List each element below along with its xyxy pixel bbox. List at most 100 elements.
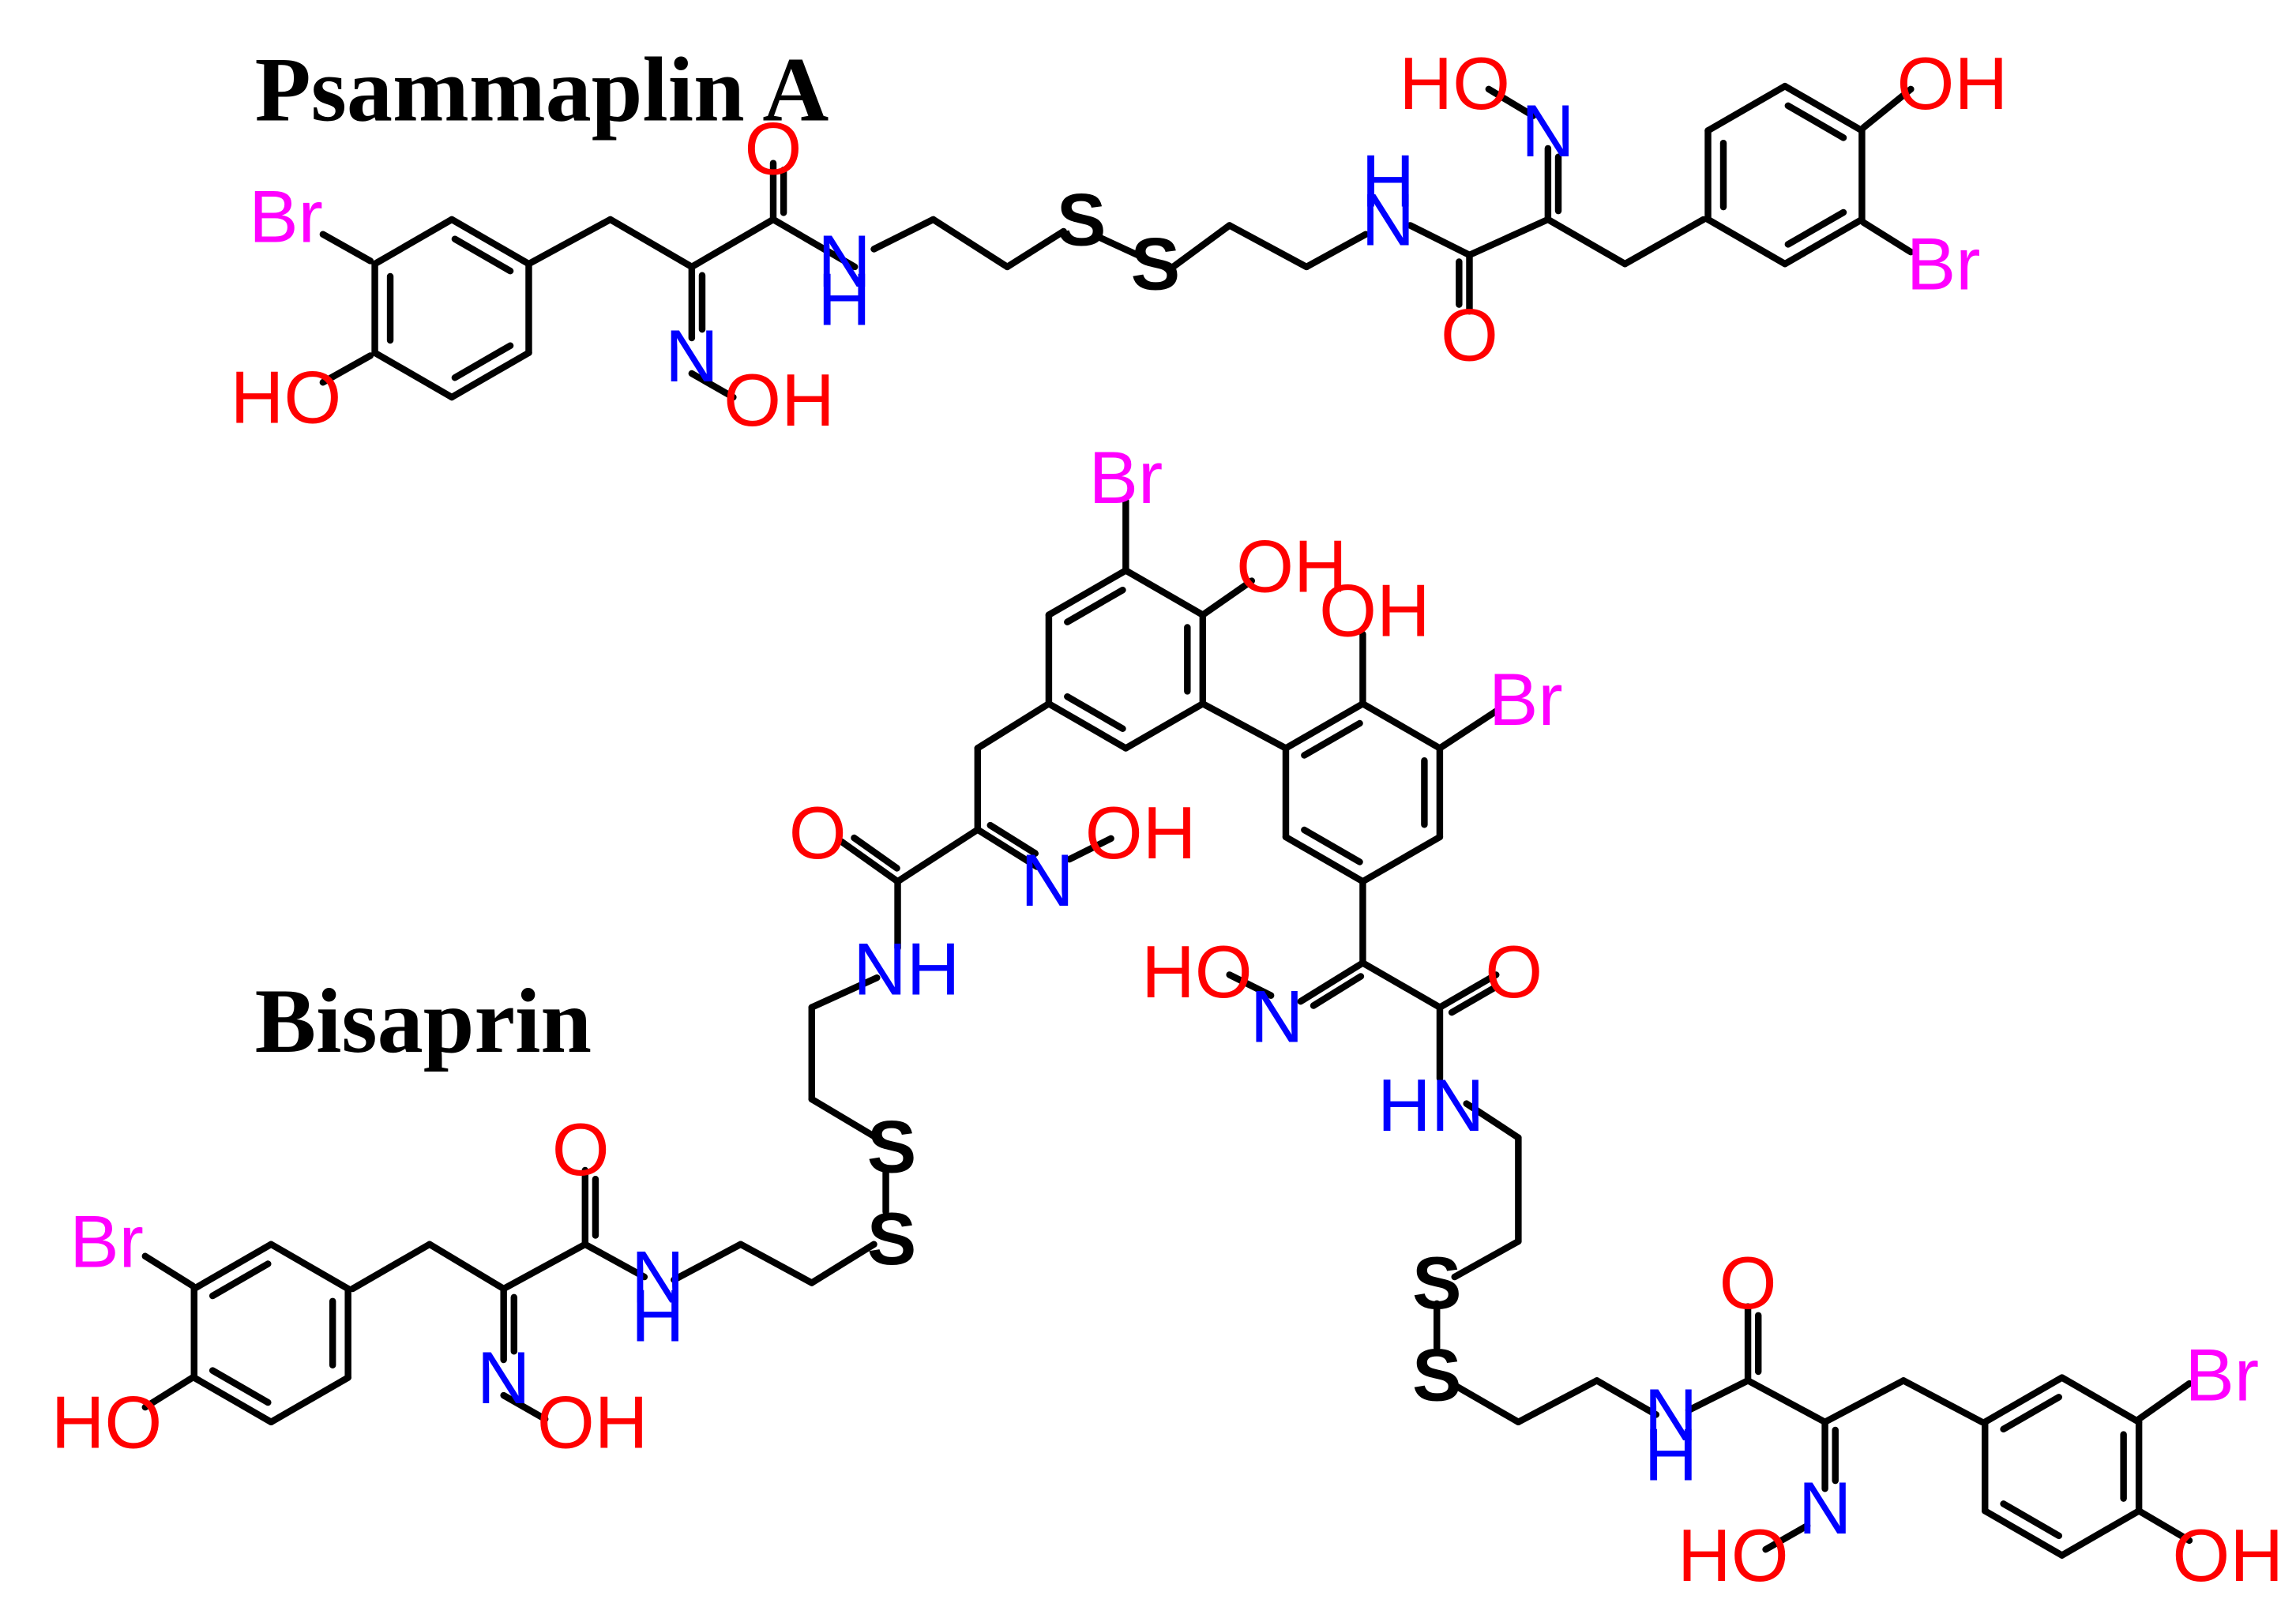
bond (1860, 85, 1915, 131)
amide-hydrogen-label: H (1361, 140, 1415, 223)
bond (1685, 1377, 1752, 1414)
hydroxyl-label: OH (1085, 791, 1197, 874)
bond (2000, 1394, 2062, 1433)
oxime-nitrogen-label: N (1521, 89, 1575, 172)
psammaplin-a-title: Psammaplin A (255, 39, 829, 141)
bromine-label: Br (249, 175, 323, 258)
bond (1781, 216, 1866, 268)
hydroxyl-label: HO (1399, 42, 1510, 125)
bond (1784, 102, 1847, 141)
sulfur-label: S (1131, 223, 1181, 306)
hydroxyl-label: OH (537, 1380, 648, 1463)
hydroxyl-label: OH (723, 359, 835, 441)
bond (688, 216, 777, 271)
bond (1900, 1377, 1986, 1426)
amide-nitrogen-label: N (817, 220, 871, 302)
oxime-nitrogen-label: N (477, 1336, 531, 1419)
bond (1359, 959, 1444, 1011)
bond (1226, 222, 1310, 271)
bond (808, 1241, 877, 1286)
sulfur-label: S (1412, 1333, 1462, 1416)
bond (838, 838, 901, 885)
bond (607, 216, 696, 271)
bond (1226, 971, 1275, 999)
bond (371, 216, 456, 268)
bond (1302, 231, 1370, 271)
bromine-label: Br (1907, 223, 1981, 306)
bond (808, 1095, 885, 1144)
amide-nitrogen-label: N (1644, 1373, 1698, 1456)
bond (1466, 216, 1552, 259)
carbonyl-oxygen-label: O (1485, 930, 1543, 1013)
bond (1045, 700, 1129, 752)
bond (1301, 719, 1363, 759)
bond (371, 349, 456, 401)
bond (1860, 219, 1915, 256)
bond (448, 216, 532, 268)
bond (1593, 1377, 1660, 1418)
bond (1451, 1237, 1522, 1281)
carbonyl-oxygen-label: O (1441, 294, 1498, 377)
bond (1064, 586, 1126, 625)
bond (500, 1241, 589, 1293)
bond (1621, 216, 1708, 268)
bond (1704, 82, 1789, 134)
hydroxyl-label: OH (1897, 42, 2009, 125)
bond (2058, 1507, 2143, 1559)
bond (1045, 567, 1129, 618)
bond (1407, 222, 1473, 259)
bond (1784, 208, 1847, 248)
bond (2135, 1507, 2193, 1545)
bond (1436, 971, 1500, 1011)
bond (1781, 82, 1866, 134)
bond (808, 974, 881, 1011)
bond (1359, 833, 1444, 885)
amide-hydrogen-label: H (817, 258, 871, 341)
bond (267, 1241, 351, 1293)
bond (851, 834, 900, 872)
bromine-label: Br (2185, 1333, 2259, 1416)
oxime-nitrogen-label: N (1798, 1466, 1852, 1549)
amide-nitrogen-label: N (1361, 178, 1415, 261)
bond (209, 1367, 272, 1406)
bond (141, 1374, 197, 1411)
bond (1515, 1377, 1600, 1426)
bond (1544, 216, 1629, 268)
carbonyl-oxygen-label: O (745, 107, 802, 190)
bond (1463, 1100, 1522, 1141)
bond (1821, 1377, 1907, 1426)
bond (1004, 227, 1067, 271)
bond (1448, 1380, 1522, 1426)
bond (1448, 984, 1498, 1016)
bond (1744, 1377, 1828, 1426)
hydroxyl-label: HO (51, 1380, 163, 1463)
bromine-label: Br (1088, 436, 1163, 519)
bond (1199, 577, 1256, 618)
bond (1982, 1507, 2065, 1559)
bond (581, 1241, 648, 1281)
bond (1436, 708, 1500, 752)
hydroxyl-label: HO (231, 355, 342, 438)
bond (1282, 833, 1366, 885)
bond (894, 826, 982, 885)
carbonyl-oxygen-label: O (789, 791, 847, 874)
bond (451, 342, 514, 381)
bond (190, 1374, 275, 1426)
hydroxyl-label: OH (1319, 569, 1430, 652)
amide-hydrogen-label: H (1644, 1413, 1698, 1496)
bond (426, 1241, 507, 1293)
bond (141, 1252, 197, 1290)
hydroxyl-label: HO (1141, 930, 1253, 1013)
bond (209, 1260, 272, 1300)
bond (671, 1241, 744, 1284)
bond (986, 821, 1039, 857)
bond (1065, 835, 1114, 863)
oxime-nitrogen-label: N (1250, 974, 1304, 1057)
bond (1704, 216, 1789, 268)
bond (349, 1241, 434, 1293)
amide-nitrogen-label: HN (1377, 1064, 1484, 1147)
bond (1095, 234, 1141, 259)
sulfur-label: S (867, 1197, 917, 1280)
bond (1982, 1374, 2065, 1426)
